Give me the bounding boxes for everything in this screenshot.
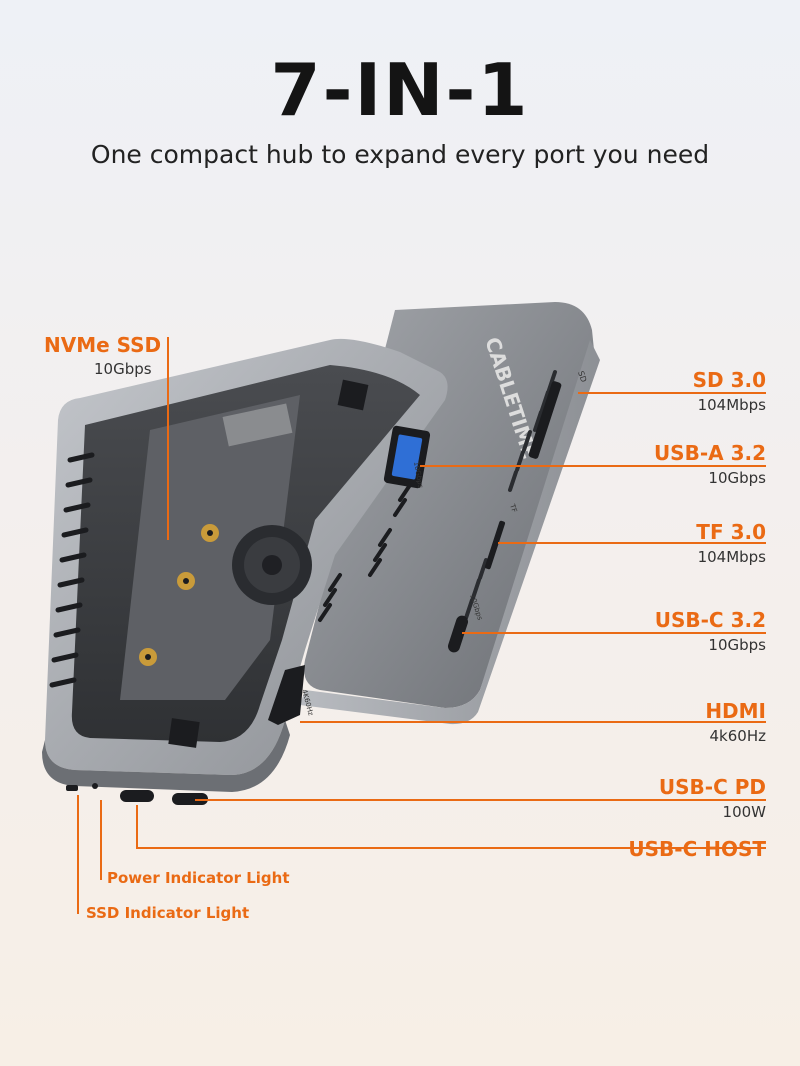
sd-label: SD 3.0 (692, 368, 766, 392)
tf-spec: 104Mbps (697, 548, 766, 566)
usbc-pd-port (172, 793, 208, 805)
m2-connector (222, 403, 293, 447)
usbc-host-port (120, 790, 154, 802)
sd-slot (528, 381, 562, 459)
ssd-light-label: SSD Indicator Light (86, 904, 250, 922)
usba-spec: 10Gbps (708, 469, 766, 487)
latch-slot (168, 718, 200, 748)
usba-label: USB-A 3.2 (653, 441, 766, 465)
hdmi-port (268, 665, 305, 725)
sd-spec: 104Mbps (697, 396, 766, 414)
usbchost-label: USB-C HOST (628, 837, 766, 861)
nvme-label: NVMe SSD (44, 333, 162, 357)
ssd-indicator-light (66, 785, 78, 791)
power-indicator-light (92, 783, 98, 789)
sd-mark: SD (576, 370, 588, 383)
tf-mark: TF (508, 502, 518, 513)
nvme-spec: 10Gbps (94, 360, 152, 378)
usbchost-leader (136, 805, 766, 849)
tf-label: TF 3.0 (696, 520, 766, 544)
usbcpd-spec: 100W (722, 803, 766, 821)
page-title: 7-IN-1 (270, 48, 530, 132)
latch-slot (337, 379, 369, 411)
tf-slot (484, 520, 506, 570)
hdmi-label: HDMI (705, 699, 766, 723)
usbc-port (447, 615, 469, 653)
usbcpd-label: USB-C PD (658, 775, 766, 799)
usbc-label: USB-C 3.2 (654, 608, 766, 632)
page-subtitle: One compact hub to expand every port you… (90, 140, 710, 169)
power-light-label: Power Indicator Light (107, 869, 290, 887)
tray-vents (49, 452, 95, 688)
ssd-tray (42, 338, 448, 792)
hdmi-spec: 4k60Hz (709, 727, 766, 745)
usbc-spec: 10Gbps (708, 636, 766, 654)
